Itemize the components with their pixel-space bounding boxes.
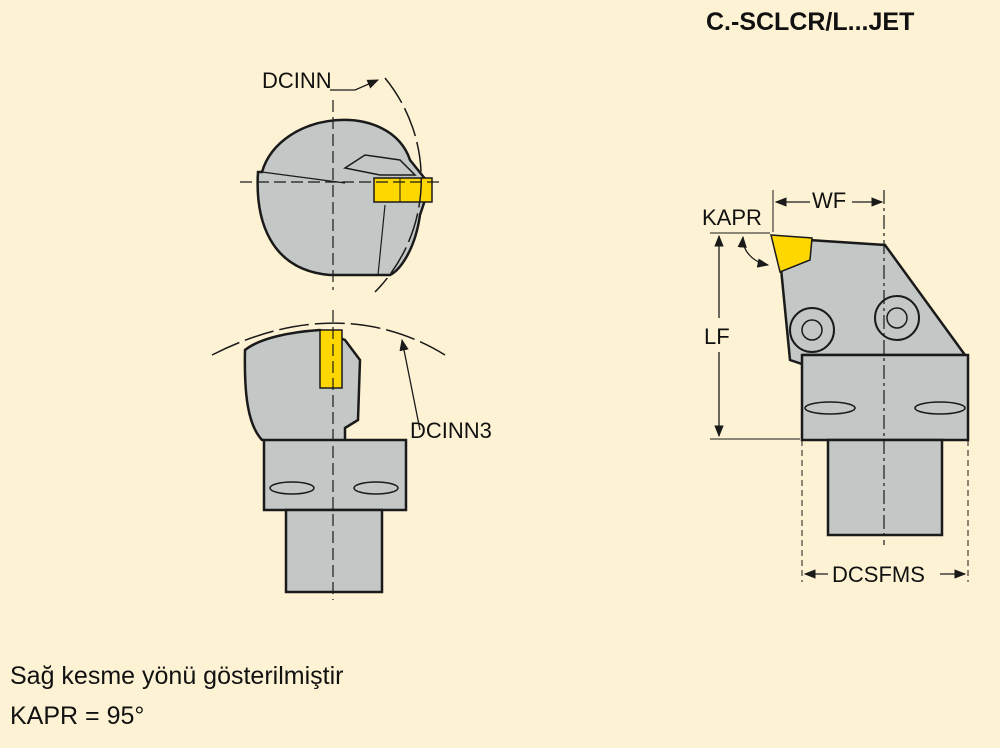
dcsfms-label: DCSFMS: [832, 562, 925, 587]
wf-label: WF: [812, 188, 847, 213]
end-view: [240, 77, 440, 293]
lf-label: LF: [704, 324, 730, 349]
insert: [770, 234, 813, 274]
front-view: [710, 190, 970, 582]
insert: [319, 329, 343, 389]
product-title: C.-SCLCR/L...JET: [706, 8, 915, 36]
kapr-label: KAPR: [702, 205, 762, 230]
side-view: [211, 310, 446, 600]
cutting-direction-note: Sağ kesme yönü gösterilmiştir: [10, 662, 344, 690]
dcinn-label: DCINN: [262, 68, 332, 93]
kapr-value-note: KAPR = 95°: [10, 702, 145, 730]
dcinn3-label: DCINN3: [410, 418, 492, 443]
